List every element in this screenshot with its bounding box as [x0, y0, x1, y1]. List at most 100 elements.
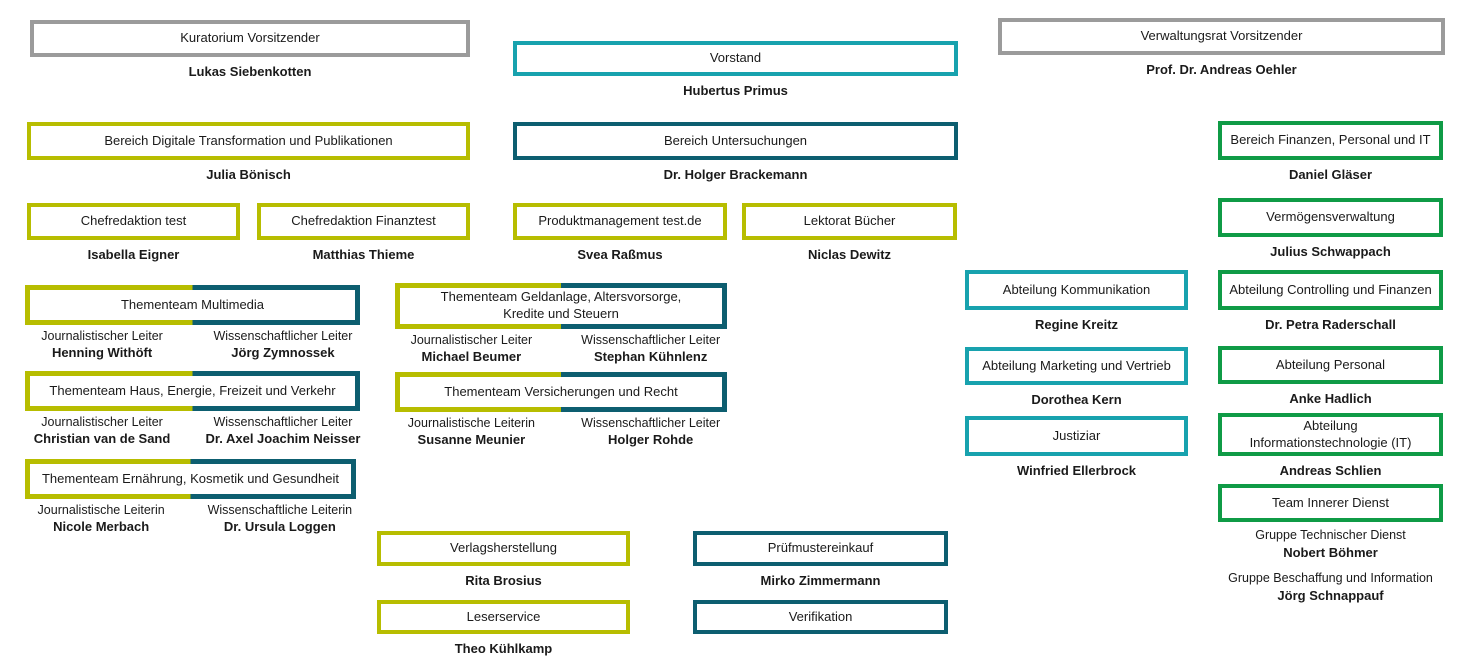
bereich-digitale-transformation: Bereich Digitale Transformation und Publ… [27, 122, 470, 182]
leserservice-box: Leserservice [377, 600, 630, 634]
vermoegensverwaltung-label: Vermögensverwaltung [1266, 209, 1395, 225]
pruefmustereinkauf-person: Mirko Zimmermann [760, 573, 881, 588]
thementeam-multimedia-leader-role-0: Journalistischer Leiter [41, 329, 163, 343]
kuratorium-vorsitzender-box: Kuratorium Vorsitzender [30, 20, 470, 57]
lektorat-buecher-person: Niclas Dewitz [807, 247, 892, 262]
verlagsherstellung-person: Rita Brosius [465, 573, 542, 588]
team-innerer-dienst: Team Innerer Dienst [1218, 484, 1443, 522]
abteilung-personal-label: Abteilung Personal [1275, 356, 1386, 372]
justiziar-box: Justiziar [965, 416, 1188, 456]
thementeam-geldanlage-label: Thementeam Geldanlage, Altersvorsorge, [440, 289, 682, 305]
thementeam-ernaehrung-label-wrap: Thementeam Ernährung, Kosmetik und Gesun… [30, 464, 351, 494]
verlagsherstellung-label: Verlagsherstellung [450, 540, 557, 556]
abteilung-marketing-vertrieb-label: Abteilung Marketing und Vertrieb [982, 357, 1171, 373]
kuratorium-vorsitzender-person: Lukas Siebenkotten [188, 64, 312, 79]
thementeam-haus-energie-leader-name-1: Dr. Axel Joachim Neisser [205, 431, 361, 446]
thementeam-geldanlage-leader-name-1: Stephan Kühnlenz [593, 349, 708, 364]
thementeam-versicherungen-recht-leader-role-0: Journalistische Leiterin [407, 416, 535, 430]
abteilung-informationstechnologie-label2: Informationstechnologie (IT) [1249, 434, 1412, 450]
thementeam-multimedia-box: Thementeam Multimedia [25, 285, 360, 325]
thementeam-geldanlage-leader-role-0: Journalistischer Leiter [410, 333, 533, 347]
chefredaktion-finanztest-person: Matthias Thieme [312, 247, 415, 262]
vorstand-box: Vorstand [513, 41, 958, 76]
chefredaktion-test-box: Chefredaktion test [27, 203, 240, 240]
thementeam-versicherungen-recht-label-wrap: Thementeam Versicherungen und Recht [400, 377, 722, 407]
thementeam-multimedia-leader-role-1: Wissenschaftlicher Leiter [213, 329, 353, 343]
thementeam-versicherungen-recht-label: Thementeam Versicherungen und Recht [444, 383, 678, 399]
thementeam-multimedia-label: Thementeam Multimedia [120, 296, 265, 312]
gruppe-technischer-dienst-role: Gruppe Technischer Dienst [1255, 528, 1406, 542]
bereich-untersuchungen-label: Bereich Untersuchungen [663, 132, 808, 148]
verifikation: Verifikation [693, 600, 948, 634]
vermoegensverwaltung-person: Julius Schwappach [1270, 244, 1391, 259]
verifikation-label: Verifikation [788, 608, 853, 624]
abteilung-personal-box: Abteilung Personal [1218, 346, 1443, 384]
thementeam-geldanlage-leader-role-1: Wissenschaftlicher Leiter [581, 333, 721, 347]
abteilung-controlling-finanzen-label: Abteilung Controlling und Finanzen [1229, 281, 1432, 297]
thementeam-haus-energie-leader-name-0: Christian van de Sand [33, 431, 171, 446]
chefredaktion-test-label: Chefredaktion test [80, 213, 187, 229]
gruppe-beschaffung-information-name: Jörg Schnappauf [1277, 588, 1384, 603]
bereich-untersuchungen-box: Bereich Untersuchungen [513, 122, 958, 160]
thementeam-haus-energie-leader-role-1: Wissenschaftlicher Leiter [213, 415, 353, 429]
thementeam-versicherungen-recht-leader-name-0: Susanne Meunier [417, 432, 526, 447]
bereich-digitale-transformation-box: Bereich Digitale Transformation und Publ… [27, 122, 470, 160]
leserservice-label: Leserservice [466, 608, 541, 624]
thementeam-haus-energie-leader-role-0: Journalistischer Leiter [41, 415, 163, 429]
gruppe-technischer-dienst-name: Nobert Böhmer [1283, 545, 1378, 560]
verwaltungsrat-vorsitzender-person: Prof. Dr. Andreas Oehler [1146, 62, 1297, 77]
leserservice-person: Theo Kühlkamp [454, 641, 553, 656]
abteilung-kommunikation-box: Abteilung Kommunikation [965, 270, 1188, 310]
produktmanagement-testde-box: Produktmanagement test.de [513, 203, 727, 240]
produktmanagement-testde-label: Produktmanagement test.de [538, 213, 702, 229]
lektorat-buecher-box: Lektorat Bücher [742, 203, 957, 240]
thementeam-versicherungen-recht-box: Thementeam Versicherungen und Recht [395, 372, 727, 412]
thementeam-ernaehrung: Thementeam Ernährung, Kosmetik und Gesun… [25, 459, 356, 535]
abteilung-informationstechnologie-label: Abteilung [1303, 418, 1358, 434]
thementeam-ernaehrung-leader-name-1: Dr. Ursula Loggen [223, 519, 336, 534]
justiziar-label: Justiziar [1052, 427, 1101, 443]
bereich-digitale-transformation-person: Julia Bönisch [206, 167, 291, 182]
chefredaktion-finanztest-label: Chefredaktion Finanztest [291, 213, 436, 229]
thementeam-versicherungen-recht-leader-name-1: Holger Rohde [608, 432, 694, 447]
vorstand-label: Vorstand [709, 50, 762, 66]
thementeam-versicherungen-recht-leader-role-1: Wissenschaftlicher Leiter [581, 416, 721, 430]
team-innerer-dienst-label: Team Innerer Dienst [1271, 494, 1390, 510]
justiziar-person: Winfried Ellerbrock [1016, 463, 1137, 478]
pruefmustereinkauf-label: Prüfmustereinkauf [767, 540, 874, 556]
thementeam-haus-energie: Thementeam Haus, Energie, Freizeit und V… [25, 371, 360, 447]
thementeam-haus-energie-label: Thementeam Haus, Energie, Freizeit und V… [49, 382, 336, 398]
